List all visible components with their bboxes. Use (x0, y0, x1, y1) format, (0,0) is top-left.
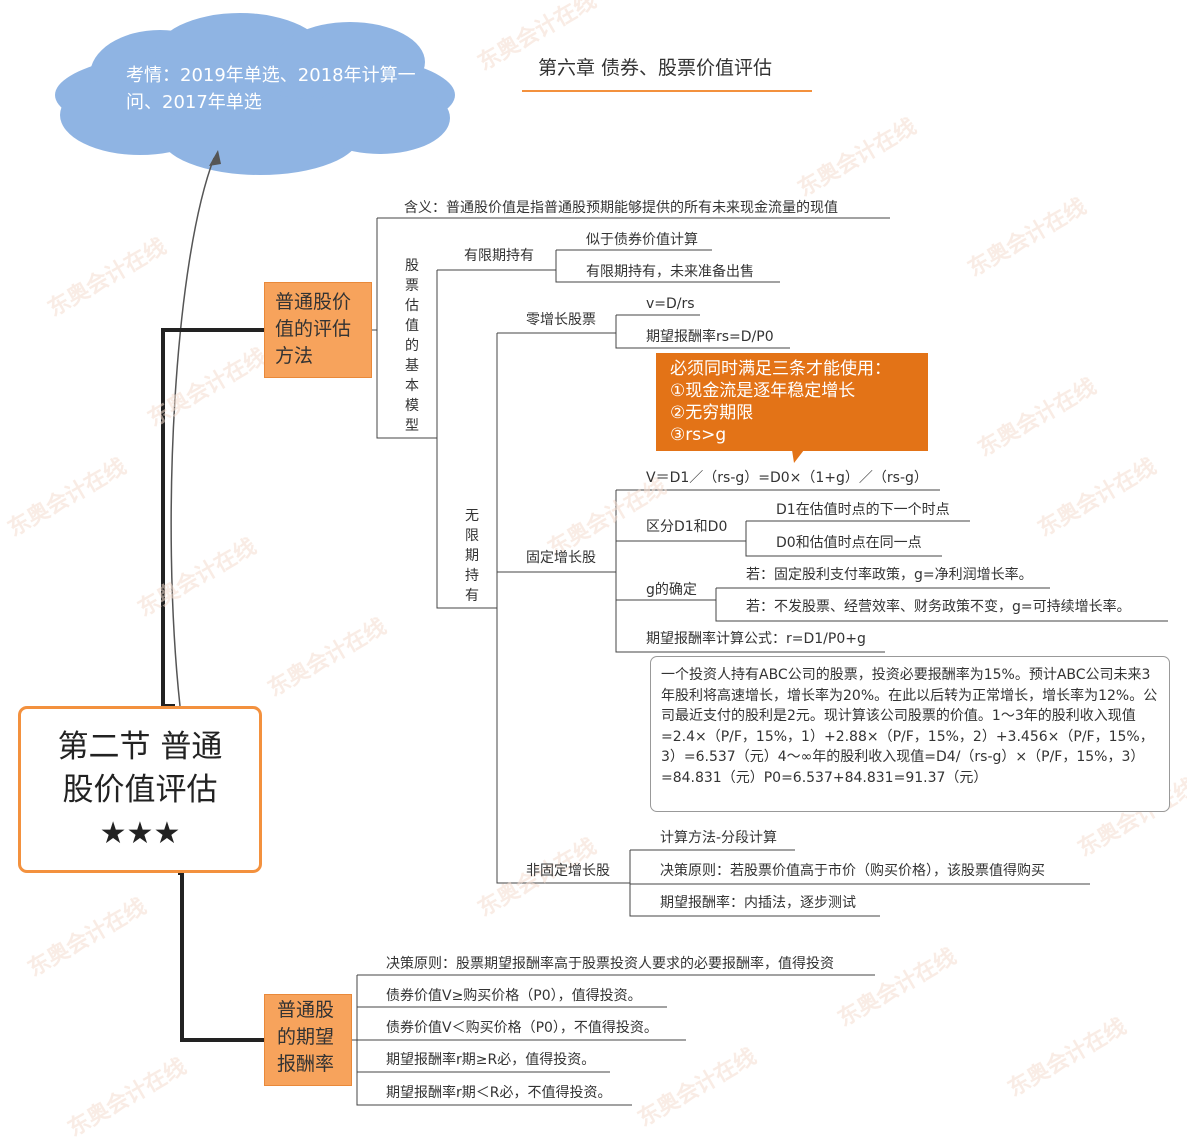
g-determination-label: g的确定 (646, 582, 697, 598)
expected-return-item: 决策原则：股票期望报酬率高于股票投资人要求的必要报酬率，值得投资 (386, 956, 834, 972)
central-topic-line2: 股价值评估 (62, 772, 218, 808)
conditions-callout: 必须同时满足三条才能使用： ①现金流是逐年稳定增长 ②无穷期限 ③rs>g (656, 353, 928, 451)
g-rule: 若：固定股利支付率政策，g=净利润增长率。 (746, 567, 1033, 583)
central-topic-line1: 第二节 普通 (57, 729, 223, 765)
example-note: 一个投资人持有ABC公司的股票，投资必要报酬率为15%。预计ABC公司未来3年股… (650, 656, 1170, 812)
expected-return-item: 债券价值V≥购买价格（P0），值得投资。 (386, 988, 642, 1004)
infinite-holding-label: 无限期持有 (465, 508, 479, 604)
zero-growth-item: 期望报酬率rs=D/P0 (646, 329, 774, 345)
chapter-title: 第六章 债券、股票价值评估 (538, 57, 773, 79)
fixed-growth-formula: V＝D1／（rs-g）=D0×（1+g）／（rs-g） (646, 470, 928, 486)
non-fixed-item: 决策原则：若股票价值高于市价（购买价格），该股票值得购买 (660, 863, 1045, 879)
non-fixed-item: 计算方法-分段计算 (660, 830, 778, 846)
star-rating: ★★★ (99, 816, 181, 851)
zero-growth-item: v=D/rs (646, 296, 695, 312)
exam-info-cloud: 考情：2019年单选、2018年计算一问、2017年单选 (126, 65, 416, 113)
g-rule: 若：不发股票、经营效率、财务政策不变，g=可持续增长率。 (746, 599, 1131, 615)
finite-holding-label: 有限期持有 (464, 248, 534, 264)
zero-growth-label: 零增长股票 (526, 312, 596, 328)
finite-item: 似于债券价值计算 (586, 232, 698, 248)
non-fixed-item: 期望报酬率：内插法，逐步测试 (660, 895, 856, 911)
expected-return-formula: 期望报酬率计算公式：r=D1/P0+g (646, 631, 866, 647)
distinguish-d1-d0-label: 区分D1和D0 (646, 519, 728, 535)
branch-expected-return[interactable]: 普通股的期望报酬率 (264, 994, 352, 1086)
basic-model-label: 股票估值的基本模型 (405, 258, 419, 434)
d1-definition: D1在估值时点的下一个时点 (776, 502, 950, 518)
branch-valuation-method[interactable]: 普通股价值的评估方法 (264, 282, 372, 378)
expected-return-item: 期望报酬率r期＜R必，不值得投资。 (386, 1085, 612, 1101)
finite-item: 有限期持有，未来准备出售 (586, 264, 754, 280)
central-topic-node[interactable]: 第二节 普通 股价值评估 ★★★ (18, 706, 262, 873)
meaning-text: 含义：普通股价值是指普通股预期能够提供的所有未来现金流量的现值 (404, 200, 838, 216)
cloud-shape (55, 13, 455, 175)
non-fixed-growth-label: 非固定增长股 (526, 863, 610, 879)
expected-return-item: 债券价值V＜购买价格（P0），不值得投资。 (386, 1020, 658, 1036)
expected-return-item: 期望报酬率r期≥R必，值得投资。 (386, 1052, 596, 1068)
d0-definition: D0和估值时点在同一点 (776, 535, 922, 551)
fixed-growth-label: 固定增长股 (526, 550, 596, 566)
